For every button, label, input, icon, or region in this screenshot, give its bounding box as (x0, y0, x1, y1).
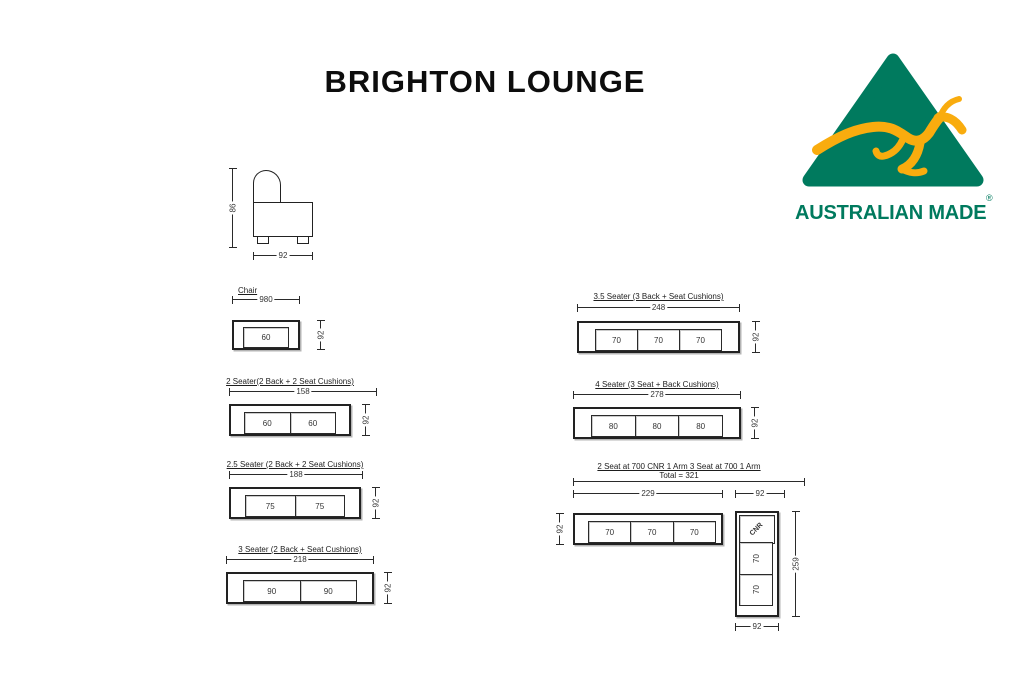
three-seater-depth-dimension: 92 (383, 572, 393, 604)
four-seater-body: 80 80 80 (573, 407, 741, 439)
seat-cushion: 70 (630, 521, 674, 543)
seat-cushion: 75 (294, 495, 345, 517)
logo-wordmark-text: AUSTRALIAN MADE (795, 202, 987, 224)
seat-cushion: 70 (637, 329, 680, 351)
four-seater-width-value: 278 (648, 390, 666, 400)
side-depth-value: 92 (276, 251, 290, 261)
chair-width-dimension: 980 (232, 295, 300, 305)
sectional-left-span-value: 229 (639, 489, 657, 499)
four-seater-width-dimension: 278 (573, 390, 741, 400)
seat-cushion: 75 (245, 495, 296, 517)
back-foot (297, 236, 309, 244)
corner-module-label: CNR (749, 521, 765, 538)
sectional-bottom-width-dimension: 92 (735, 622, 779, 632)
two-seater-depth-value: 92 (361, 413, 371, 427)
front-foot (257, 236, 269, 244)
three-seater-depth-value: 92 (383, 581, 393, 595)
chair-width-value: 980 (257, 295, 275, 305)
three-seater-width-dimension: 218 (226, 555, 374, 565)
seat-cushion: 90 (243, 580, 301, 602)
seat-cushion: 70 (739, 573, 773, 606)
seat-cushion: 80 (678, 415, 724, 437)
chair-label: Chair (238, 286, 258, 295)
chair-depth-value: 92 (316, 328, 326, 342)
sectional-overall-dimension (573, 478, 805, 486)
sectional-height-value: 259 (791, 555, 801, 573)
side-height-dimension: 86 (228, 168, 238, 248)
seat-cushion: 70 (679, 329, 722, 351)
two-half-seater-label: 2.5 Seater (2 Back + 2 Seat Cushions) (226, 460, 364, 469)
two-half-seater-depth-dimension: 92 (371, 487, 381, 519)
two-half-seater-body: 75 75 (229, 487, 361, 519)
three-half-seater-depth-dimension: 92 (751, 321, 761, 353)
sectional-total-label: Total = 321 (659, 471, 699, 480)
sectional-depth-value: 92 (555, 522, 565, 536)
three-half-seater-depth-value: 92 (751, 330, 761, 344)
seat-cushion: 80 (634, 415, 680, 437)
chair-side-view: 86 92 (224, 158, 334, 270)
seat-cushion: 70 (595, 329, 638, 351)
seat-cushion: 70 (739, 542, 773, 575)
two-half-seater-depth-value: 92 (371, 496, 381, 510)
three-half-seater-width-dimension: 248 (577, 303, 740, 313)
sectional-right-span-dimension: 92 (735, 489, 785, 499)
sectional-right-span-value: 92 (753, 489, 767, 499)
four-seater-depth-dimension: 92 (750, 407, 760, 439)
chair-body: 60 (232, 320, 300, 350)
sectional-bottom-width-value: 92 (750, 622, 764, 632)
seat-cushion: 90 (299, 580, 357, 602)
sectional-horizontal-body: 70 70 70 (573, 513, 723, 545)
sectional-left-span-dimension: 229 (573, 489, 723, 499)
two-seater-label: 2 Seater(2 Back + 2 Seat Cushions) (226, 377, 354, 386)
three-seater-width-value: 218 (291, 555, 309, 565)
sectional-label: 2 Seat at 700 CNR 1 Arm 3 Seat at 700 1 … (597, 462, 761, 471)
seat-cushion: 70 (672, 521, 716, 543)
corner-sectional-plan: 2 Seat at 700 CNR 1 Arm 3 Seat at 700 1 … (553, 462, 809, 642)
two-seater-depth-dimension: 92 (361, 404, 371, 436)
side-height-value: 86 (228, 201, 238, 215)
chair-depth-dimension: 92 (316, 320, 326, 350)
kangaroo-triangle-icon (802, 53, 984, 187)
seat-cushion: 60 (244, 412, 291, 434)
logo-wordmark: AUSTRALIAN MADE ® (795, 193, 993, 225)
three-half-seater-label: 3.5 Seater (3 Back + Seat Cushions) (593, 292, 724, 301)
side-depth-dimension: 92 (253, 251, 313, 261)
three-seater-label: 3 Seater (2 Back + Seat Cushions) (238, 545, 362, 554)
sectional-vertical-body: CNR 70 70 (735, 511, 779, 617)
australian-made-logo: AUSTRALIAN MADE ® (793, 36, 993, 232)
kangaroo-icon (812, 96, 967, 177)
two-seater-width-value: 158 (294, 387, 312, 397)
page-title: BRIGHTON LOUNGE (324, 64, 646, 99)
seat-cushion: 70 (588, 521, 632, 543)
sectional-height-dimension: 259 (791, 511, 801, 617)
sectional-depth-dimension: 92 (555, 513, 565, 545)
seat-cushion: 60 (243, 327, 289, 348)
four-seater-label: 4 Seater (3 Seat + Back Cushions) (595, 380, 719, 389)
seat-cushion: 60 (289, 412, 336, 434)
registered-trademark-symbol: ® (986, 193, 993, 203)
two-seater-body: 60 60 (229, 404, 351, 436)
three-seater-body: 90 90 (226, 572, 374, 604)
three-half-seater-width-value: 248 (649, 303, 668, 313)
two-seater-width-dimension: 158 (229, 387, 377, 397)
seat-cushion: 80 (591, 415, 636, 437)
two-half-seater-width-value: 188 (287, 470, 305, 480)
corner-module: CNR (739, 515, 775, 544)
three-half-seater-body: 70 70 70 (577, 321, 740, 353)
two-half-seater-width-dimension: 188 (229, 470, 363, 480)
four-seater-depth-value: 92 (750, 416, 760, 430)
backrest-profile (253, 170, 281, 206)
seat-profile (253, 202, 313, 237)
